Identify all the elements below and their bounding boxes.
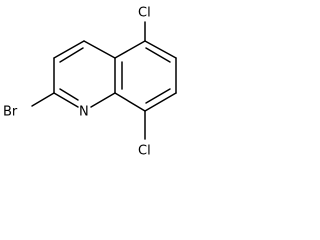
bond-c5-c6-inner [145, 47, 171, 63]
pyridine-ring-bonds [53, 40, 116, 108]
bond-c8-c8a [114, 92, 146, 112]
substituent-bonds [31, 21, 146, 140]
bond-c4-c3 [53, 40, 85, 59]
bond-c4a-c5 [114, 40, 146, 59]
chlorine-8-label: Cl [138, 144, 151, 159]
nitrogen-1-label: N [79, 105, 89, 120]
bromine-2-label: Br [3, 105, 18, 120]
bond-c4-c3-inner [59, 47, 84, 63]
chlorine-5-label: Cl [138, 6, 151, 21]
bond-c5-c6 [144, 40, 177, 59]
bond-c2-n1 [53, 92, 79, 108]
bond-c7-c8-inner [145, 88, 171, 104]
bond-c2-br [31, 92, 55, 107]
bond-c2-n1-inner [59, 88, 79, 101]
bond-n1-c8a [90, 92, 116, 108]
quinoline-structure: Cl Cl Br N [3, 6, 177, 159]
benzene-ring-bonds [114, 40, 177, 112]
bond-c4a-c4 [83, 40, 116, 59]
bond-c7-c8 [144, 92, 177, 112]
